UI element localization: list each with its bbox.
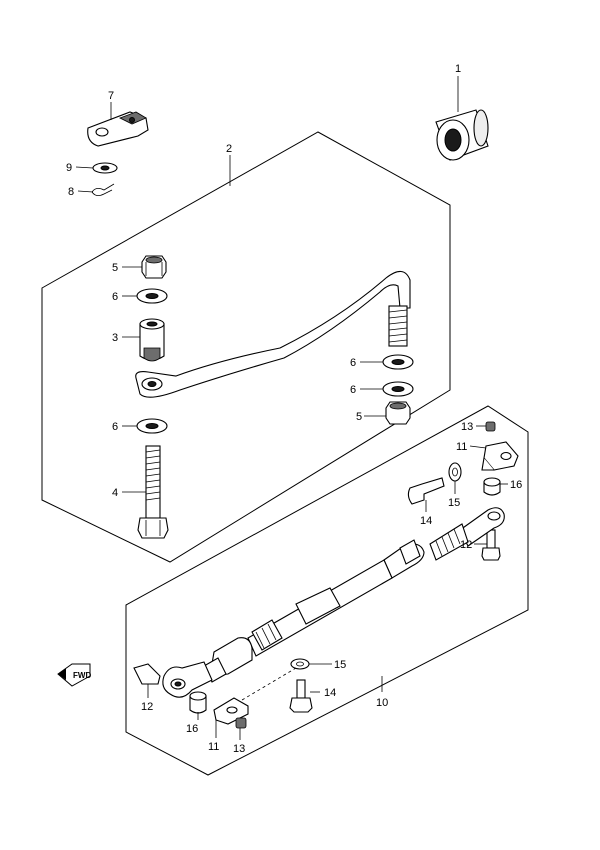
label-1: 1 (455, 63, 461, 75)
label-12-upper: 12 (460, 539, 472, 551)
fwd-label: FWD (73, 671, 91, 680)
part-12-bolt-upper (481, 529, 501, 561)
label-4: 4 (112, 487, 118, 499)
label-10: 10 (376, 697, 388, 709)
frame-assembly-2 (41, 131, 451, 563)
part-15-washer-lower (290, 658, 310, 670)
fwd-arrow-icon: FWD (57, 663, 91, 687)
part-6-washer-d (136, 418, 168, 434)
label-2: 2 (226, 143, 232, 155)
label-6-a: 6 (112, 291, 118, 303)
part-6-washer-b (382, 354, 414, 370)
part-6-washer-c (382, 381, 414, 397)
part-13-nut-lower (235, 717, 247, 729)
label-14-upper: 14 (420, 515, 432, 527)
label-5-upper: 5 (112, 262, 118, 274)
label-3: 3 (112, 332, 118, 344)
part-5-nut-upper (141, 255, 167, 279)
label-6-c: 6 (350, 384, 356, 396)
part-9-washer (92, 162, 118, 174)
label-13-upper: 13 (461, 421, 473, 433)
part-14-bolt-lower (289, 679, 313, 713)
dashed-link (241, 667, 297, 701)
callout-labels: 1 2 7 9 8 5 6 3 6 6 5 6 4 13 11 15 16 14… (66, 63, 522, 755)
part-15-washer-upper (448, 462, 462, 482)
part-1-bushing (435, 109, 489, 161)
label-15-lower: 15 (334, 659, 346, 671)
label-7: 7 (108, 90, 114, 102)
label-9: 9 (66, 162, 72, 174)
part-6-washer-a (136, 288, 168, 304)
part-7-lever (87, 111, 149, 147)
label-15-upper: 15 (448, 497, 460, 509)
label-12-lower: 12 (141, 701, 153, 713)
frame-assembly-10 (125, 405, 529, 776)
label-11-lower: 11 (208, 741, 219, 753)
part-3-collar (139, 318, 165, 362)
part-16-spacer-upper (483, 477, 501, 496)
part-8-cotter-pin (91, 183, 115, 196)
label-16-lower: 16 (186, 723, 198, 735)
part-5-nut-lower (385, 401, 411, 425)
part-10-cable (162, 507, 505, 698)
label-11-upper: 11 (456, 441, 467, 453)
part-4-bolt (137, 445, 169, 539)
label-13-lower: 13 (233, 743, 245, 755)
part-13-nut-upper (485, 421, 496, 432)
label-14-lower: 14 (324, 687, 336, 699)
label-6-d: 6 (112, 421, 118, 433)
part-11-bracket-upper (481, 441, 519, 471)
part-14-bolt-upper (407, 477, 445, 505)
leader-lines (75, 76, 508, 740)
label-5-lower: 5 (356, 411, 362, 423)
part-12-bolt-lower (133, 663, 161, 685)
label-8: 8 (68, 186, 74, 198)
label-6-b: 6 (350, 357, 356, 369)
drag-link-thread (388, 305, 408, 347)
part-2-drag-link (135, 270, 411, 398)
part-16-spacer-lower (189, 691, 207, 714)
label-16-upper: 16 (510, 479, 522, 491)
